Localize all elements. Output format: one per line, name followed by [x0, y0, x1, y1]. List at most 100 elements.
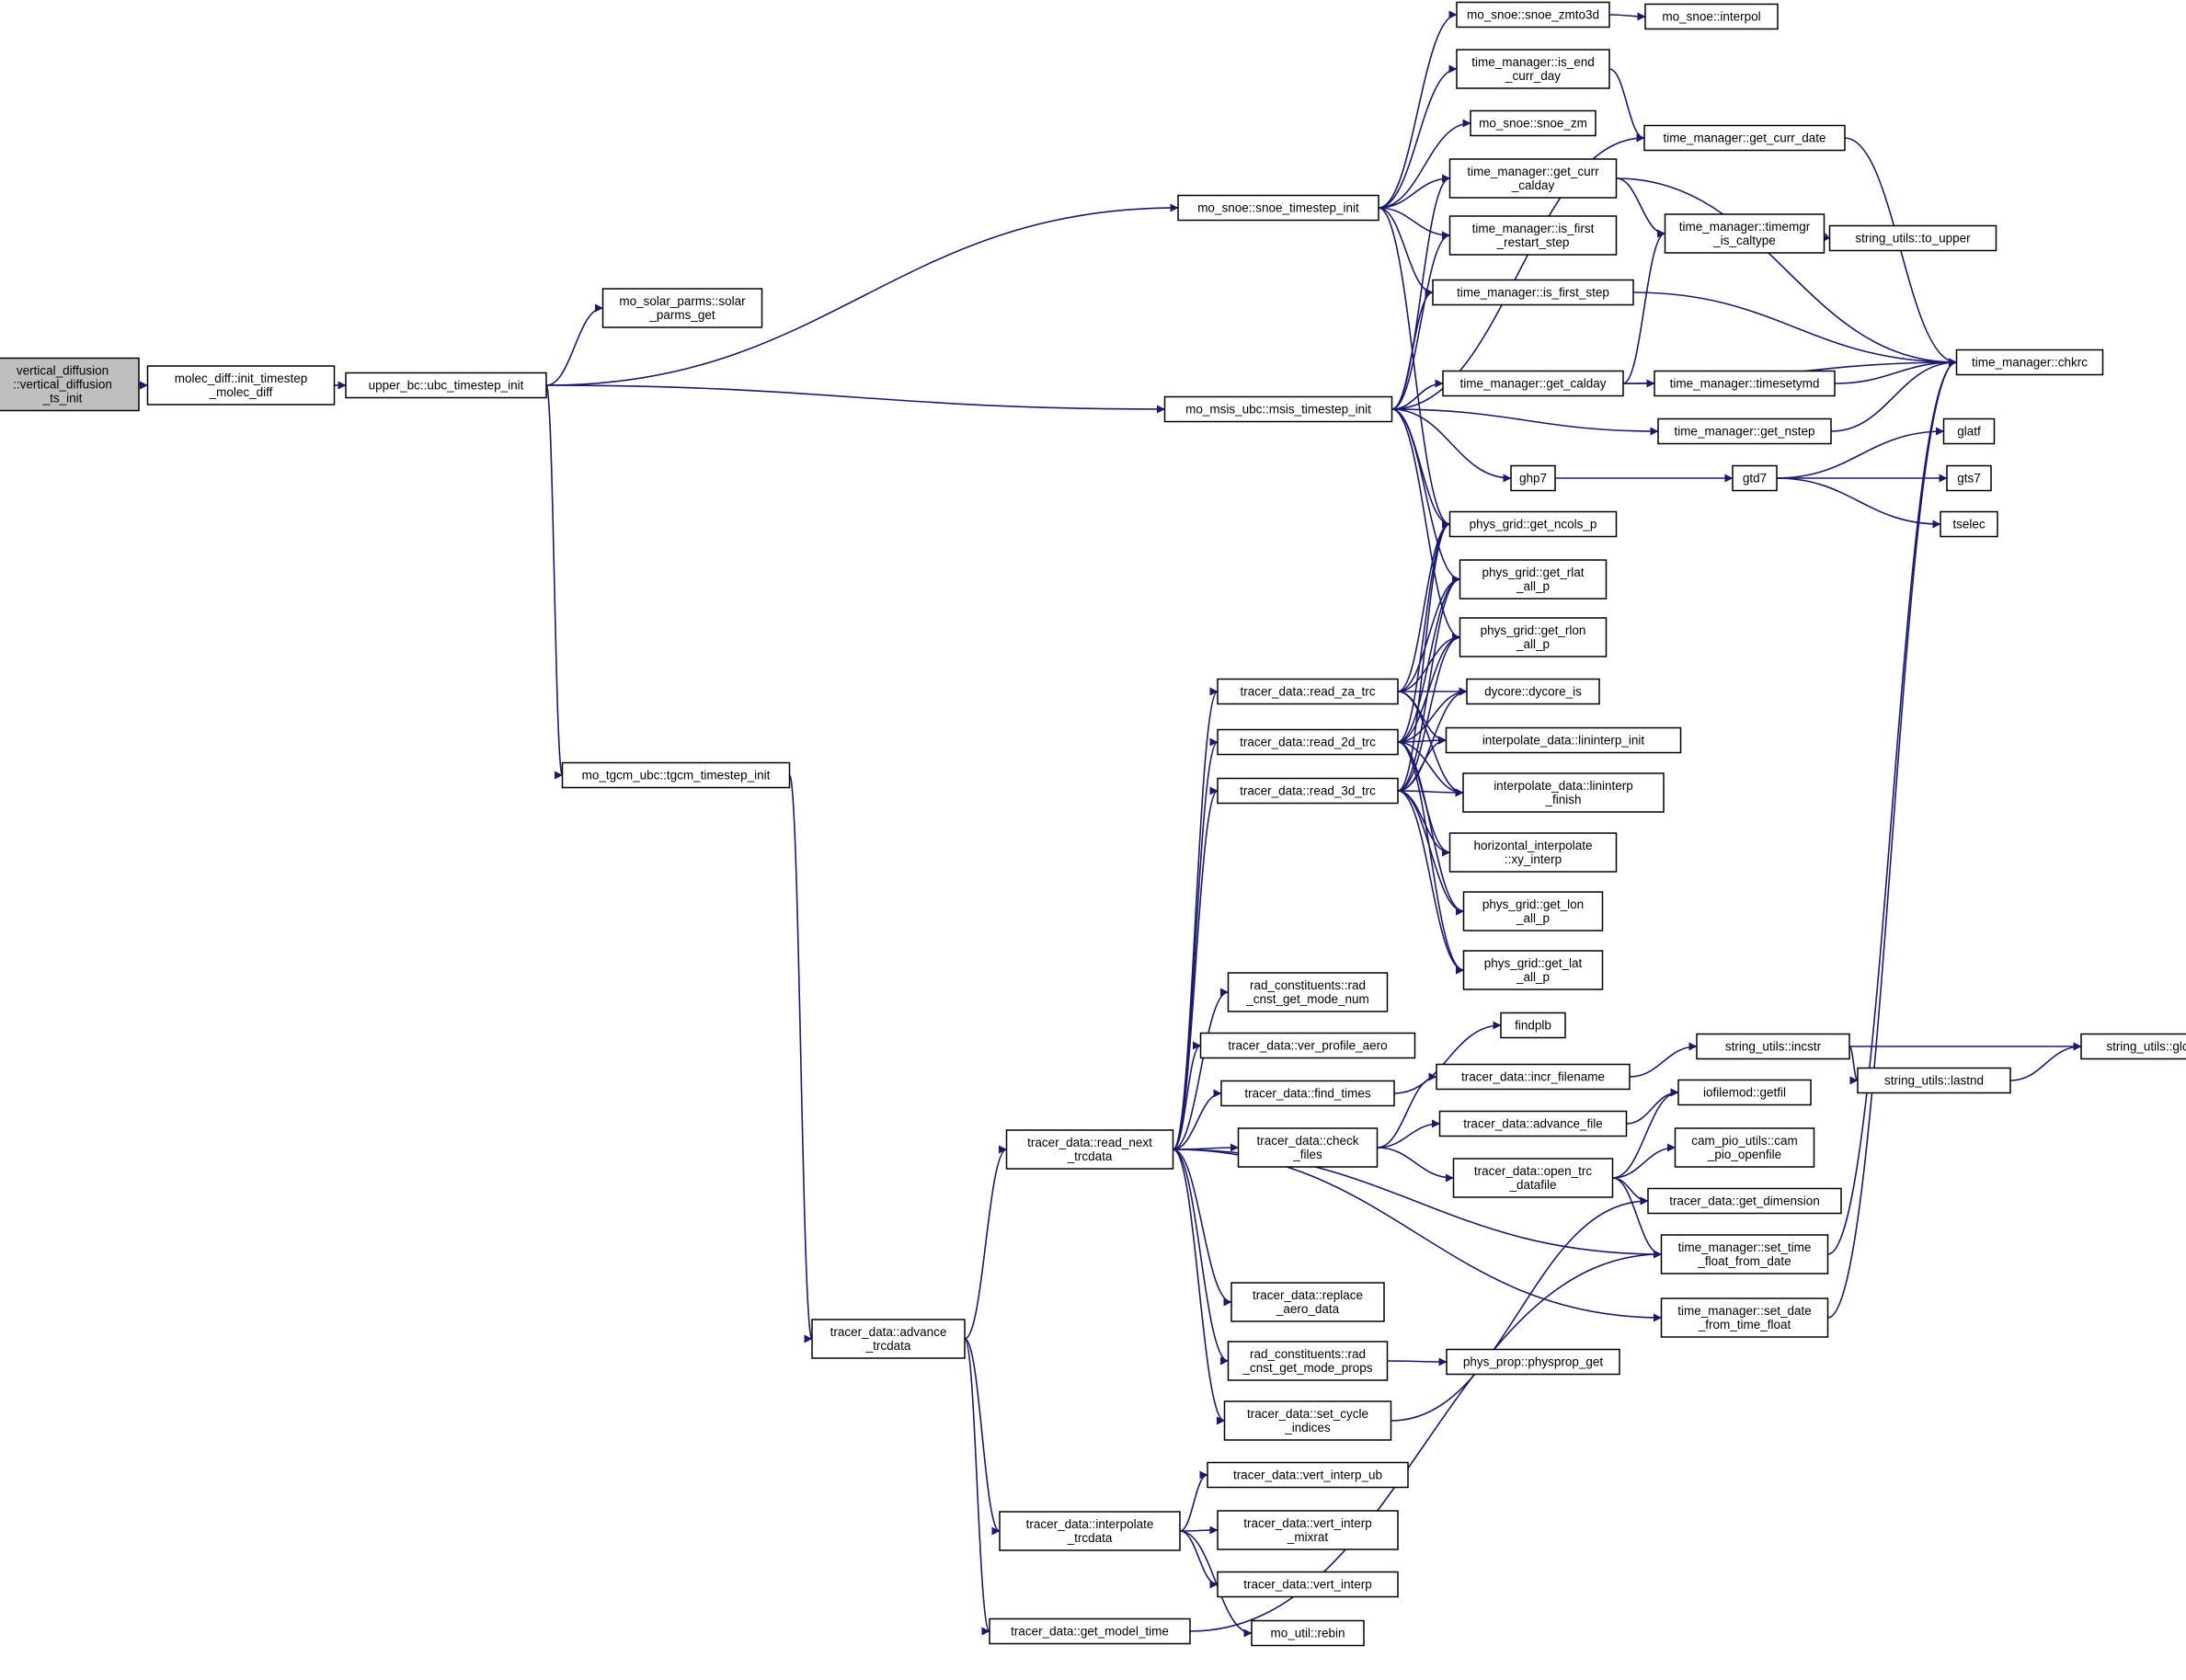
- node-check-files[interactable]: tracer_data::check_files: [1237, 1127, 1379, 1168]
- node-get-dimension[interactable]: tracer_data::get_dimension: [1647, 1187, 1842, 1215]
- node-solar[interactable]: mo_solar_parms::solar_parms_get: [601, 288, 763, 328]
- node-tgcm[interactable]: mo_tgcm_ubc::tgcm_timestep_init: [561, 761, 791, 789]
- node-findplb[interactable]: findplb: [1500, 1011, 1566, 1039]
- node-glc[interactable]: string_utils::glc: [2080, 1033, 2186, 1060]
- node-ver-profile[interactable]: tracer_data::ver_profile_aero: [1199, 1032, 1416, 1059]
- edge-snoe-init-to-snoe-zmto3d: [1378, 10, 1458, 209]
- node-lininterp-init[interactable]: interpolate_data::lininterp_init: [1445, 726, 1682, 754]
- node-set-time-float[interactable]: time_manager::set_time_float_from_date: [1660, 1234, 1829, 1274]
- node-box: [1438, 1110, 1628, 1137]
- node-dycore-is[interactable]: dycore::dycore_is: [1466, 678, 1600, 705]
- node-xy-interp[interactable]: horizontal_interpolate::xy_interp: [1448, 832, 1618, 873]
- node-read-3d[interactable]: tracer_data::read_3d_trc: [1217, 777, 1399, 805]
- node-glatf[interactable]: glatf: [1942, 417, 1996, 445]
- node-label: string_utils::lastnd: [1884, 1074, 1984, 1088]
- node-ghp7[interactable]: ghp7: [1510, 464, 1556, 492]
- node-get-rlon[interactable]: phys_grid::get_rlon_all_p: [1459, 617, 1608, 657]
- node-label-line: cam_pio_utils::cam: [1691, 1134, 1798, 1148]
- node-label-line: tracer_data::find_times: [1244, 1087, 1371, 1101]
- node-get-calday[interactable]: time_manager::get_calday: [1442, 370, 1624, 397]
- node-box: [1470, 109, 1597, 137]
- node-vert-interp-ub[interactable]: tracer_data::vert_interp_ub: [1207, 1461, 1409, 1489]
- node-advance-file[interactable]: tracer_data::advance_file: [1438, 1110, 1628, 1137]
- edge-timesetymd-to-chkrc: [1834, 358, 1957, 384]
- node-get-lat[interactable]: phys_grid::get_lat_all_p: [1462, 950, 1604, 990]
- node-get-curr-calday[interactable]: time_manager::get_curr_calday: [1448, 158, 1618, 199]
- node-advance-trc[interactable]: tracer_data::advance_trcdata: [811, 1319, 966, 1359]
- node-molec-init[interactable]: molec_diff::init_timestep_molec_diff: [146, 365, 336, 406]
- node-get-model-time[interactable]: tracer_data::get_model_time: [989, 1617, 1191, 1645]
- node-rad-mode-num[interactable]: rad_constituents::rad_cnst_get_mode_num: [1227, 972, 1389, 1012]
- node-box: [1459, 617, 1608, 657]
- node-to-upper[interactable]: string_utils::to_upper: [1828, 224, 1997, 252]
- node-rad-mode-props[interactable]: rad_constituents::rad_cnst_get_mode_prop…: [1227, 1341, 1389, 1381]
- node-set-cycle[interactable]: tracer_data::set_cycle_indices: [1223, 1400, 1392, 1441]
- node-incstr[interactable]: string_utils::incstr: [1696, 1033, 1850, 1060]
- node-getfil[interactable]: iofilemod::getfil: [1677, 1079, 1812, 1106]
- node-vert-interp[interactable]: tracer_data::vert_interp: [1217, 1571, 1399, 1598]
- node-lininterp-finish[interactable]: interpolate_data::lininterp_finish: [1462, 772, 1665, 813]
- node-upper-bc[interactable]: upper_bc::ubc_timestep_init: [345, 371, 547, 399]
- node-timesetymd[interactable]: time_manager::timesetymd: [1654, 370, 1836, 397]
- node-get-lon[interactable]: phys_grid::get_lon_all_p: [1462, 891, 1604, 931]
- node-get-nstep[interactable]: time_manager::get_nstep: [1657, 417, 1832, 445]
- node-get-curr-date[interactable]: time_manager::get_curr_date: [1643, 124, 1846, 152]
- node-interp-trc[interactable]: tracer_data::interpolate_trcdata: [999, 1511, 1181, 1551]
- node-label-line: tracer_data::vert_interp: [1243, 1516, 1372, 1530]
- node-label: string_utils::to_upper: [1855, 232, 1971, 246]
- node-set-date-float[interactable]: time_manager::set_date_from_time_float: [1660, 1297, 1829, 1338]
- node-snoe-zm[interactable]: mo_snoe::snoe_zm: [1470, 109, 1597, 137]
- node-gts7[interactable]: gts7: [1946, 464, 1992, 492]
- node-physprop-get[interactable]: phys_prop::physprop_get: [1446, 1348, 1620, 1376]
- node-read-2d[interactable]: tracer_data::read_2d_trc: [1217, 728, 1399, 756]
- node-is-first-step[interactable]: time_manager::is_first_step: [1432, 279, 1634, 306]
- node-label: time_manager::chkrc: [1972, 356, 2088, 370]
- node-get-ncols[interactable]: phys_grid::get_ncols_p: [1448, 510, 1618, 538]
- edge-snoe-zmto3d-to-snoe-interpol: [1608, 12, 1646, 21]
- node-is-end-curr-day[interactable]: time_manager::is_end_curr_day: [1456, 49, 1610, 89]
- node-snoe-init[interactable]: mo_snoe::snoe_timestep_init: [1177, 194, 1379, 222]
- edge-check-files-to-open-trc: [1377, 1147, 1454, 1183]
- node-is-first-restart[interactable]: time_manager::is_first_restart_step: [1448, 215, 1618, 256]
- node-gtd7[interactable]: gtd7: [1732, 464, 1778, 492]
- node-box: [1462, 891, 1604, 931]
- node-label-line: gtd7: [1743, 472, 1767, 486]
- node-label-line: glatf: [1957, 425, 1981, 439]
- node-label: molec_diff::init_timestep_molec_diff: [175, 371, 308, 399]
- node-snoe-interpol[interactable]: mo_snoe::interpol: [1644, 3, 1779, 30]
- node-lastnd[interactable]: string_utils::lastnd: [1857, 1067, 2011, 1094]
- node-cam-pio[interactable]: cam_pio_utils::cam_pio_openfile: [1674, 1127, 1815, 1168]
- node-label-line: _trcdata: [1067, 1531, 1113, 1545]
- node-open-trc[interactable]: tracer_data::open_trc_datafile: [1452, 1158, 1614, 1198]
- node-snoe-zmto3d[interactable]: mo_snoe::snoe_zmto3d: [1456, 1, 1610, 29]
- node-chkrc[interactable]: time_manager::chkrc: [1955, 349, 2104, 376]
- node-label-line: _all_p: [1516, 579, 1550, 593]
- node-label: mo_solar_parms::solar_parms_get: [619, 294, 746, 322]
- node-box: [1005, 1129, 1174, 1170]
- node-label-line: time_manager::set_time: [1678, 1240, 1812, 1254]
- node-read-next[interactable]: tracer_data::read_next_trcdata: [1005, 1129, 1174, 1170]
- node-label: time_manager::get_curr_date: [1663, 131, 1825, 145]
- node-vert-interp-mixrat[interactable]: tracer_data::vert_interp_mixrat: [1217, 1510, 1399, 1550]
- node-label: gtd7: [1743, 472, 1767, 486]
- node-label-line: string_utils::to_upper: [1855, 232, 1971, 246]
- node-timemgr-caltype[interactable]: time_manager::timemgr_is_caltype: [1664, 213, 1825, 254]
- edge-open-trc-to-cam-pio: [1612, 1143, 1676, 1179]
- node-box: [1946, 464, 1992, 492]
- node-rebin[interactable]: mo_util::rebin: [1251, 1619, 1365, 1647]
- node-tselec[interactable]: tselec: [1940, 510, 1998, 538]
- node-msis-init[interactable]: mo_msis_ubc::msis_timestep_init: [1163, 395, 1393, 423]
- node-label: tracer_data::get_dimension: [1669, 1194, 1820, 1208]
- edge-check-files-to-incr-filename: [1377, 1072, 1437, 1149]
- node-label-line: time_manager::get_curr: [1467, 165, 1599, 178]
- node-label: tracer_data::replace_aero_data: [1253, 1288, 1363, 1316]
- node-get-rlat[interactable]: phys_grid::get_rlat_all_p: [1459, 559, 1608, 600]
- node-find-times[interactable]: tracer_data::find_times: [1220, 1080, 1395, 1107]
- node-label-line: _all_p: [1516, 637, 1550, 651]
- node-read-za[interactable]: tracer_data::read_za_trc: [1217, 678, 1399, 705]
- node-incr-filename[interactable]: tracer_data::incr_filename: [1436, 1063, 1631, 1091]
- node-label: mo_snoe::snoe_timestep_init: [1197, 201, 1359, 215]
- node-root[interactable]: vertical_diffusion::vertical_diffusion_t…: [0, 357, 140, 412]
- node-replace-aero[interactable]: tracer_data::replace_aero_data: [1230, 1282, 1385, 1322]
- node-label: glatf: [1957, 425, 1981, 439]
